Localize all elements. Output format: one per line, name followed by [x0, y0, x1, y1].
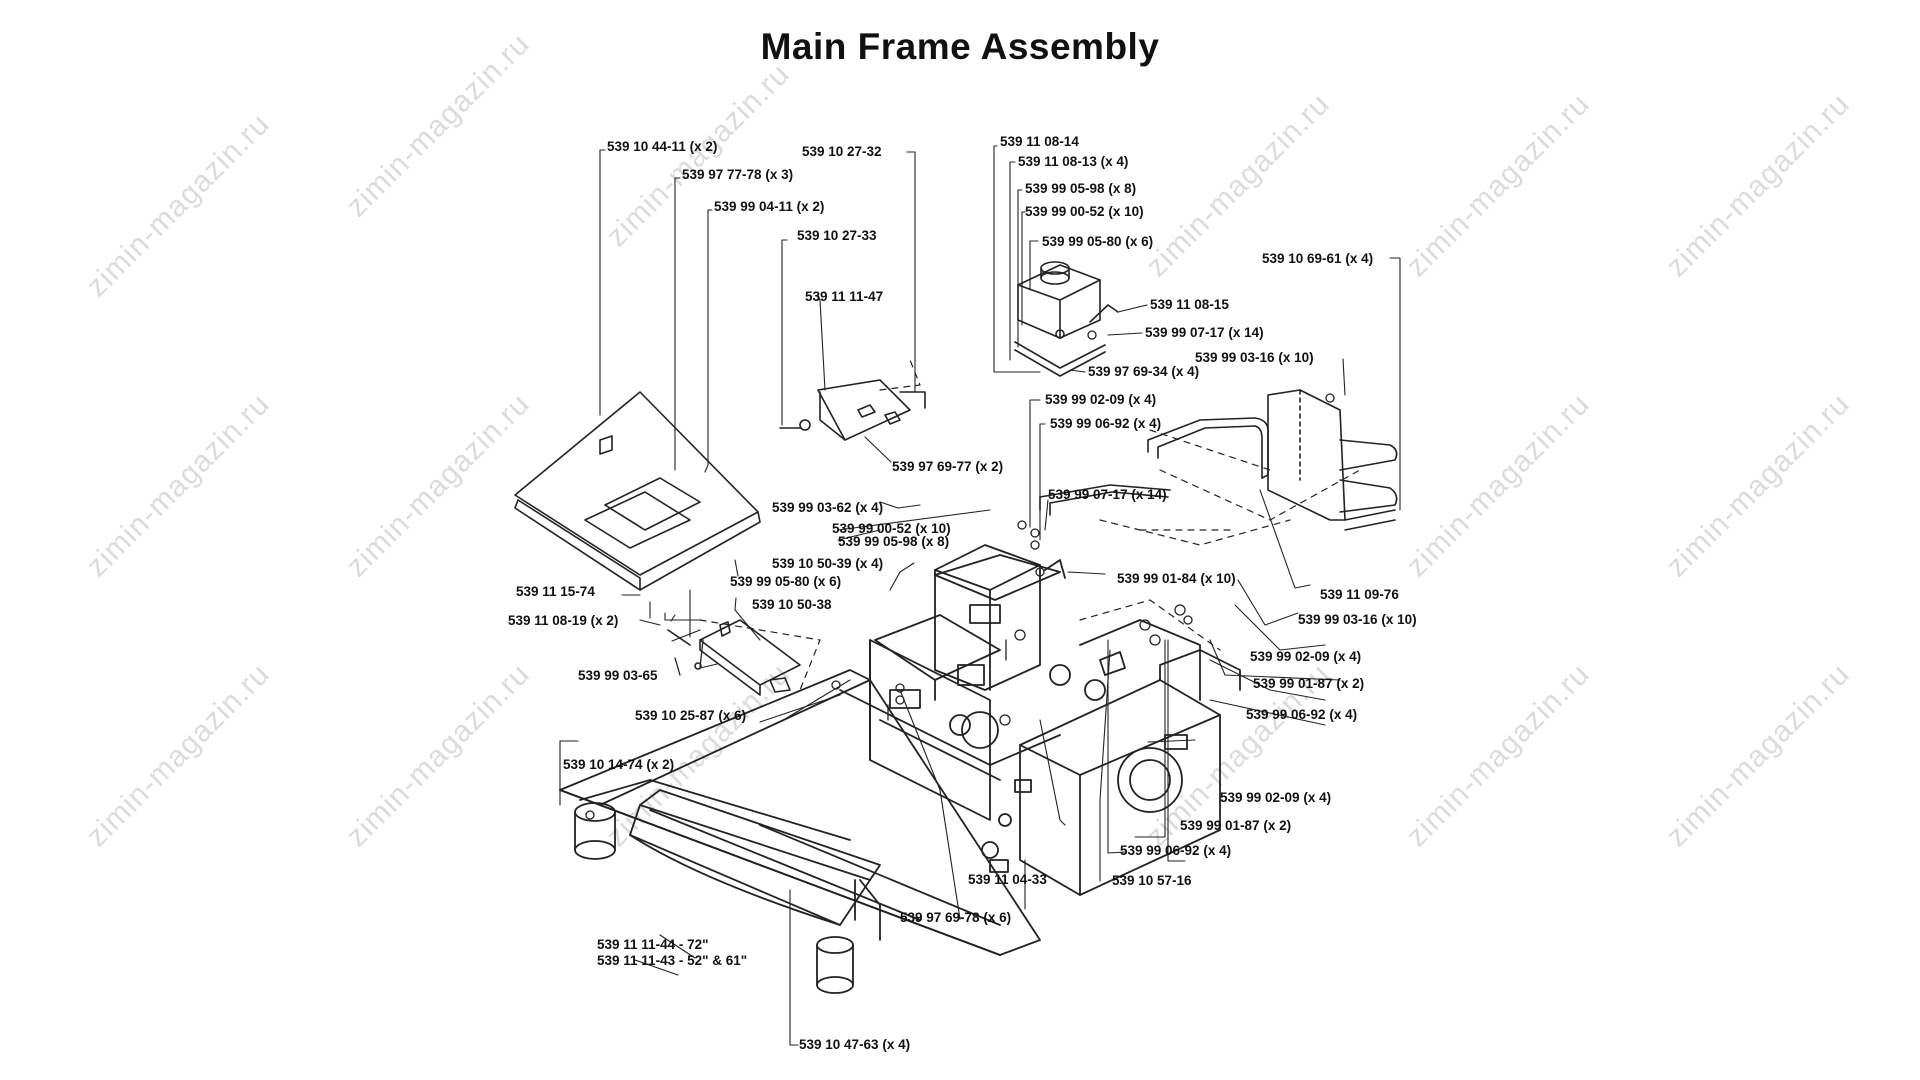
part-callout: 539 99 05-98 (x 8)	[1025, 181, 1137, 196]
part-callout: 539 99 01-87 (x 2)	[1253, 676, 1365, 691]
tank-assembly-part	[1014, 261, 1119, 377]
part-callout: 539 99 02-09 (x 4)	[1045, 392, 1157, 407]
part-callout: 539 99 06-92 (x 4)	[1050, 416, 1162, 431]
part-callout: 539 97 69-34 (x 4)	[1088, 364, 1200, 379]
part-callout: 539 99 01-87 (x 2)	[1180, 818, 1292, 833]
part-callout: 539 99 06-92 (x 4)	[1120, 843, 1232, 858]
part-callout: 539 99 05-80 (x 6)	[1042, 234, 1154, 249]
part-callout: 539 99 03-16 (x 10)	[1298, 612, 1417, 627]
part-callout: 539 99 04-11 (x 2)	[714, 199, 825, 214]
part-callout: 539 10 14-74 (x 2)	[563, 757, 675, 772]
part-callout: 539 99 02-09 (x 4)	[1220, 790, 1332, 805]
page-title: Main Frame Assembly	[760, 26, 1160, 67]
part-callout: 539 10 69-61 (x 4)	[1262, 251, 1374, 266]
part-callout: 539 11 08-14	[1000, 134, 1079, 149]
part-callout: 539 10 44-11 (x 2)	[607, 139, 718, 154]
part-callout: 539 99 07-17 (x 14)	[1145, 325, 1264, 340]
adjuster-plate-part	[667, 619, 801, 696]
front-caster-left	[574, 802, 616, 860]
part-callout: 539 99 06-92 (x 4)	[1246, 707, 1358, 722]
part-callout: 539 99 01-84 (x 10)	[1117, 571, 1236, 586]
part-callout: 539 11 08-15	[1150, 297, 1229, 312]
part-callout: 539 99 07-17 (x 14)	[1048, 487, 1167, 502]
part-callout: 539 10 25-87 (x 6)	[635, 708, 747, 723]
part-callout: 539 11 15-74	[516, 584, 595, 599]
floor-pan-part	[514, 391, 761, 591]
part-callout: 539 97 69-77 (x 2)	[892, 459, 1004, 474]
part-callout: 539 99 03-65	[578, 668, 658, 683]
part-callout: 539 10 57-16	[1112, 873, 1192, 888]
main-frame-part	[559, 544, 1241, 994]
part-callout: 539 99 05-98 (x 8)	[838, 534, 950, 549]
part-callout: 539 11 08-19 (x 2)	[508, 613, 619, 628]
part-callout: 539 99 00-52 (x 10)	[832, 521, 951, 536]
part-callout: 539 10 27-33	[797, 228, 877, 243]
part-callout: 539 10 50-38	[752, 597, 832, 612]
part-callout: 539 10 27-32	[802, 144, 882, 159]
part-callout: 539 11 08-13 (x 4)	[1018, 154, 1129, 169]
part-callout: 539 10 47-63 (x 4)	[799, 1037, 911, 1052]
part-callout: 539 11 11-44 - 72"	[597, 937, 709, 952]
part-callout: 539 11 11-43 - 52" & 61"	[597, 953, 748, 968]
side-panel-part	[1267, 389, 1398, 531]
part-callout: 539 11 09-76	[1320, 587, 1399, 602]
part-callout: 539 97 77-78 (x 3)	[682, 167, 794, 182]
part-callout: 539 11 04-33	[968, 872, 1047, 887]
part-callout: 539 99 00-52 (x 10)	[1025, 204, 1144, 219]
leader-lines	[559, 145, 1401, 1046]
part-callout: 539 99 03-16 (x 10)	[1195, 350, 1314, 365]
part-callout: 539 97 69-78 (x 6)	[900, 910, 1012, 925]
part-callout: 539 99 05-80 (x 6)	[730, 574, 842, 589]
front-caster-right	[816, 936, 854, 994]
part-callout: 539 99 03-62 (x 4)	[772, 500, 884, 515]
part-callout: 539 99 02-09 (x 4)	[1250, 649, 1362, 664]
seat-bracket-part	[779, 379, 926, 441]
assembly-guide-lines	[699, 359, 1361, 691]
part-callout: 539 11 11-47	[805, 289, 884, 304]
part-callout: 539 10 50-39 (x 4)	[772, 556, 884, 571]
